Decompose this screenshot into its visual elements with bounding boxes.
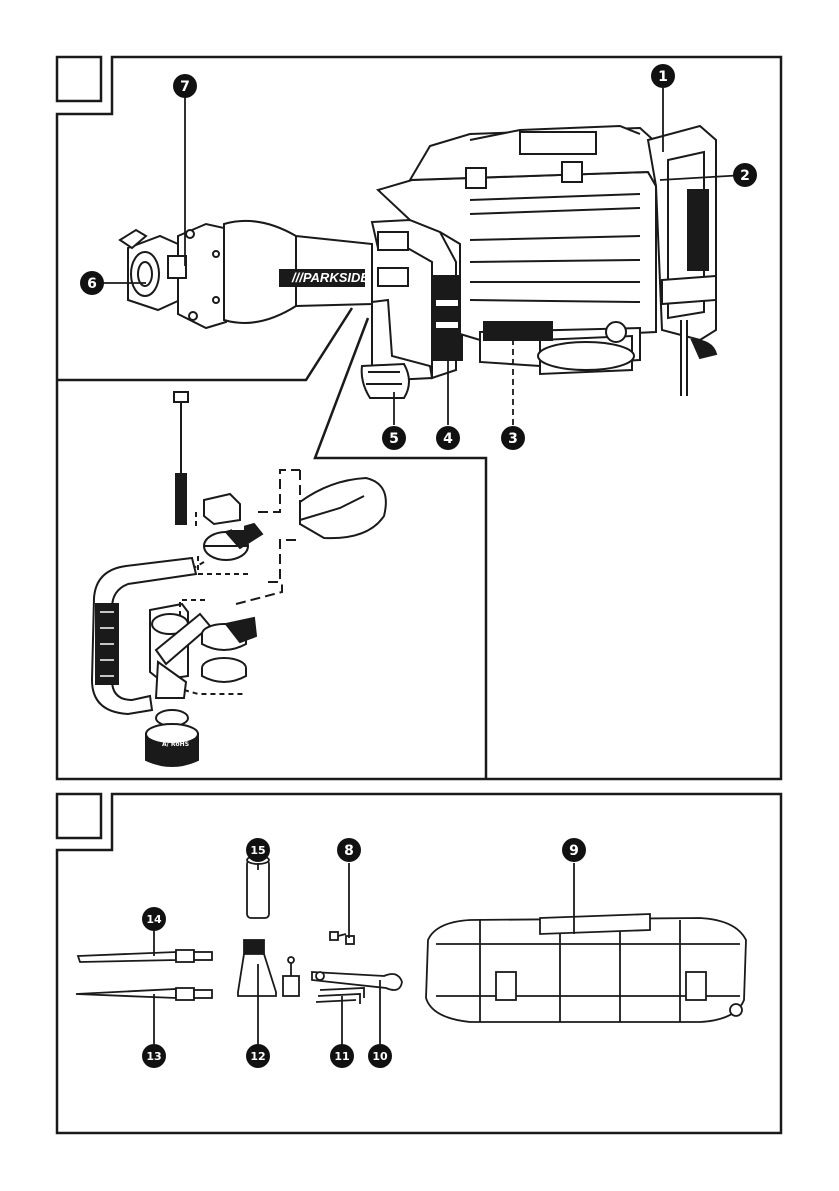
svg-text:14: 14 [146,913,162,926]
svg-text:1: 1 [658,69,668,85]
callout-1: 1 [651,64,675,88]
callout-12: 12 [246,1044,270,1068]
brand-label: ///PARKSIDE [291,270,369,285]
svg-text:3: 3 [508,431,518,447]
svg-text:9: 9 [569,843,579,859]
callout-3: 3 [501,426,525,450]
svg-text:2: 2 [740,168,750,184]
svg-text:7: 7 [180,79,190,95]
callout-7: 7 [173,74,197,98]
svg-text:15: 15 [250,844,265,857]
callout-14: 14 [142,907,166,931]
callout-5: 5 [382,426,406,450]
callout-10: 10 [368,1044,392,1068]
svg-text:5: 5 [389,431,399,447]
callout-15: 15 [246,838,270,862]
demolition-hammer-illustration [120,126,716,398]
callout-9: 9 [562,838,586,862]
callout-8: 8 [337,838,361,862]
callout-2: 2 [733,163,757,187]
callout-13: 13 [142,1044,166,1068]
exploded-handle-illustration [92,392,386,766]
svg-text:11: 11 [334,1050,349,1063]
svg-text:13: 13 [146,1050,161,1063]
svg-text:10: 10 [372,1050,388,1063]
svg-text:4: 4 [443,431,453,447]
accessories-illustration [76,856,746,1022]
knob-label: A/ RoHS [162,741,189,748]
svg-text:12: 12 [250,1050,265,1063]
callout-11: 11 [330,1044,354,1068]
svg-text:6: 6 [87,276,97,292]
callout-6: 6 [80,271,104,295]
svg-text:8: 8 [344,843,354,859]
callout-4: 4 [436,426,460,450]
